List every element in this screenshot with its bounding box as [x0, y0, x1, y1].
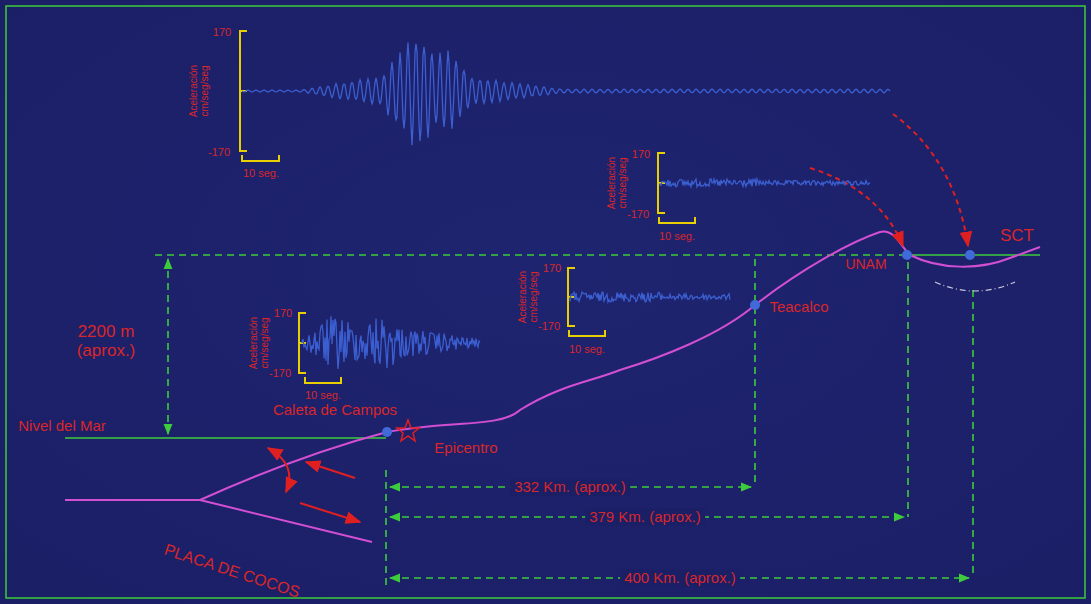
axis-label: Aceleración cm/seg/seg: [606, 148, 628, 218]
seismogram-trace: [242, 43, 890, 146]
text-label: 10 seg.: [305, 389, 341, 401]
text-label: -170: [627, 208, 649, 220]
axis-label: Aceleración cm/seg/seg: [517, 262, 539, 332]
text-label: 2200 m (aprox.): [66, 323, 146, 360]
text-label: Epicentro: [434, 440, 497, 457]
seismogram-trace: [302, 316, 480, 369]
text-label: Caleta de Campos: [273, 402, 397, 419]
axis-label: Aceleración cm/seg/seg: [188, 56, 210, 126]
terrain-profile: [65, 232, 1040, 542]
text-label: 170: [543, 262, 561, 274]
text-label: Nivel del Mar: [18, 418, 106, 435]
station-dots: [382, 250, 975, 437]
plate-arrows: [268, 448, 360, 522]
text-label: 170: [274, 307, 292, 319]
text-label: UNAM: [845, 257, 886, 272]
basin-outline: [935, 282, 1015, 291]
text-label: Teacalco: [769, 299, 828, 316]
axis-label: Aceleración cm/seg/seg: [248, 308, 270, 378]
dimension-label: 332 Km. (aprox.): [510, 479, 630, 496]
seismogram-trace: [660, 179, 870, 187]
reference-lines: [65, 255, 1040, 585]
text-label: SCT: [1000, 227, 1034, 246]
seismograms: [242, 43, 890, 369]
text-label: -170: [208, 146, 230, 158]
text-label: 10 seg.: [569, 343, 605, 355]
scale-brackets: [240, 31, 695, 383]
text-label: 170: [632, 148, 650, 160]
text-label: 10 seg.: [243, 167, 279, 179]
text-label: -170: [538, 320, 560, 332]
station-arrows: [810, 114, 968, 246]
dimension-label: 379 Km. (aprox.): [585, 509, 705, 526]
text-label: 10 seg.: [659, 230, 695, 242]
text-label: PLACA DE COCOS: [162, 541, 302, 601]
seismogram-trace: [570, 292, 730, 302]
frame: [6, 6, 1085, 598]
dimension-label: 400 Km. (aprox.): [620, 570, 740, 587]
text-label: -170: [269, 367, 291, 379]
epicentre-star: [397, 420, 419, 441]
text-label: 170: [213, 26, 231, 38]
